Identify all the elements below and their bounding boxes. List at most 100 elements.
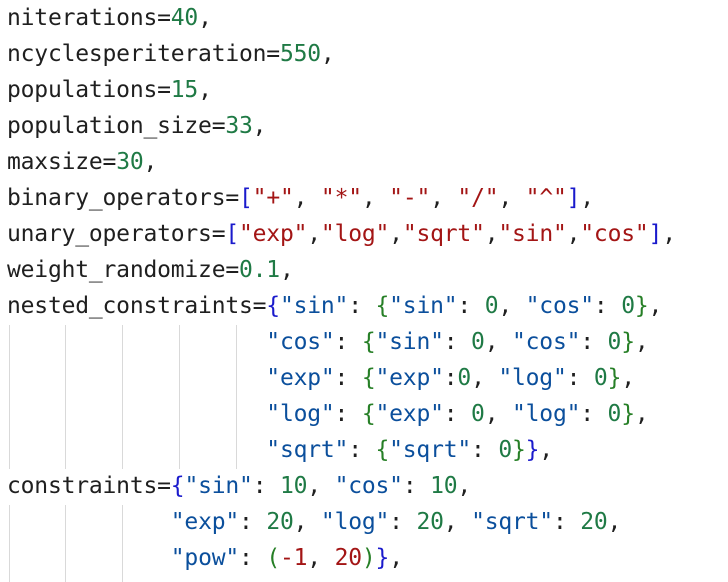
code-token: nested_constraints= <box>7 293 267 319</box>
code-token: "exp" <box>239 221 308 247</box>
code-token: , <box>279 257 294 283</box>
code-token: 10 <box>279 473 308 499</box>
code-token: } <box>607 365 622 391</box>
code-token: ncyclesperiteration= <box>7 41 280 67</box>
code-token: , <box>457 473 472 499</box>
code-token: , <box>361 185 390 211</box>
code-line[interactable]: "log": {"exp": 0, "log": 0}, <box>7 396 649 432</box>
code-line[interactable]: ncyclesperiteration=550, <box>7 36 335 72</box>
code-line[interactable]: "exp": {"exp":0, "log": 0}, <box>7 360 635 396</box>
code-token: "sin" <box>279 293 349 319</box>
code-token: , <box>498 293 526 319</box>
code-line[interactable]: weight_randomize=0.1, <box>7 252 294 288</box>
indent-guide <box>9 325 10 469</box>
code-token: : <box>580 401 608 427</box>
code-token: , <box>198 77 212 103</box>
code-token: , <box>498 185 526 211</box>
code-token: { <box>361 401 376 427</box>
code-token: } <box>375 545 390 571</box>
code-token: 0 <box>457 365 472 391</box>
code-token: { <box>375 437 390 463</box>
code-token: ] <box>566 185 581 211</box>
code-token: "cos" <box>334 473 403 499</box>
indent-guide <box>65 325 66 469</box>
code-line[interactable]: nested_constraints={"sin": {"sin": 0, "c… <box>7 288 662 324</box>
indent-guide <box>9 505 10 582</box>
code-token: 33 <box>225 113 253 139</box>
code-token: -1 <box>279 545 308 571</box>
code-token: , <box>539 437 553 463</box>
code-token: , <box>621 365 635 391</box>
code-token <box>7 545 171 571</box>
code-line[interactable]: binary_operators=["+", "*", "-", "/", "^… <box>7 180 594 216</box>
code-line[interactable]: "pow": (-1, 20)}, <box>7 540 403 576</box>
code-token: , <box>484 329 512 355</box>
code-token: : <box>566 365 594 391</box>
code-token: "sqrt" <box>389 437 472 463</box>
code-token: : <box>239 509 267 535</box>
code-token: : <box>593 293 622 319</box>
code-token: "log" <box>512 401 581 427</box>
code-token: { <box>375 293 390 319</box>
code-token: , <box>471 365 499 391</box>
code-token <box>7 401 266 427</box>
code-token: 20 <box>266 509 294 535</box>
code-token: "cos" <box>580 221 649 247</box>
code-token: : <box>443 365 458 391</box>
code-line[interactable]: maxsize=30, <box>7 144 157 180</box>
code-token: "exp" <box>266 365 335 391</box>
code-token: } <box>634 293 649 319</box>
code-token: : <box>389 509 417 535</box>
code-line[interactable]: "sqrt": {"sqrt": 0}}, <box>7 432 553 468</box>
code-line[interactable]: "cos": {"sin": 0, "cos": 0}, <box>7 324 649 360</box>
code-token: "pow" <box>170 545 240 571</box>
code-token: , <box>293 185 321 211</box>
code-line[interactable]: unary_operators=["exp","log","sqrt","sin… <box>7 216 676 252</box>
code-line[interactable]: constraints={"sin": 10, "cos": 10, <box>7 468 471 504</box>
code-line[interactable]: niterations=40, <box>7 0 212 36</box>
code-token: "sin" <box>375 329 444 355</box>
code-token: "^" <box>525 185 567 211</box>
code-token: "/" <box>457 185 499 211</box>
code-line[interactable]: population_size=33, <box>7 108 267 144</box>
code-token: , <box>252 113 267 139</box>
code-token: constraints= <box>7 473 171 499</box>
code-token: : <box>443 401 472 427</box>
code-token: { <box>266 293 280 319</box>
code-line[interactable]: populations=15, <box>7 72 212 108</box>
code-token <box>7 437 266 463</box>
indent-guide <box>179 325 180 469</box>
code-token: "sin" <box>184 473 253 499</box>
code-token: , <box>634 401 649 427</box>
code-token: : <box>334 329 362 355</box>
code-token: "exp" <box>375 401 444 427</box>
code-token: , <box>198 5 212 31</box>
code-token: , <box>662 221 676 247</box>
code-token: 40 <box>170 5 199 31</box>
code-line[interactable]: "exp": 20, "log": 20, "sqrt": 20, <box>7 504 622 540</box>
code-token: , <box>293 509 321 535</box>
code-token: "log" <box>320 509 390 535</box>
code-token: } <box>621 329 635 355</box>
code-token: "exp" <box>170 509 240 535</box>
code-token: 20 <box>334 545 362 571</box>
code-token: } <box>621 401 635 427</box>
indent-guide <box>236 325 237 469</box>
code-token: 0 <box>471 329 485 355</box>
code-token <box>7 509 171 535</box>
code-token: , <box>430 185 458 211</box>
code-token: population_size= <box>7 113 226 139</box>
code-token: , <box>307 221 321 247</box>
code-token: , <box>607 509 622 535</box>
code-token: : <box>348 437 376 463</box>
code-token: : <box>239 545 267 571</box>
code-token: 0 <box>621 293 635 319</box>
code-token: "-" <box>389 185 431 211</box>
code-token: "sqrt" <box>266 437 349 463</box>
code-token <box>7 329 266 355</box>
code-token: , <box>443 509 472 535</box>
code-token: , <box>634 329 649 355</box>
code-token: "sin" <box>389 293 458 319</box>
code-token: binary_operators= <box>7 185 240 211</box>
